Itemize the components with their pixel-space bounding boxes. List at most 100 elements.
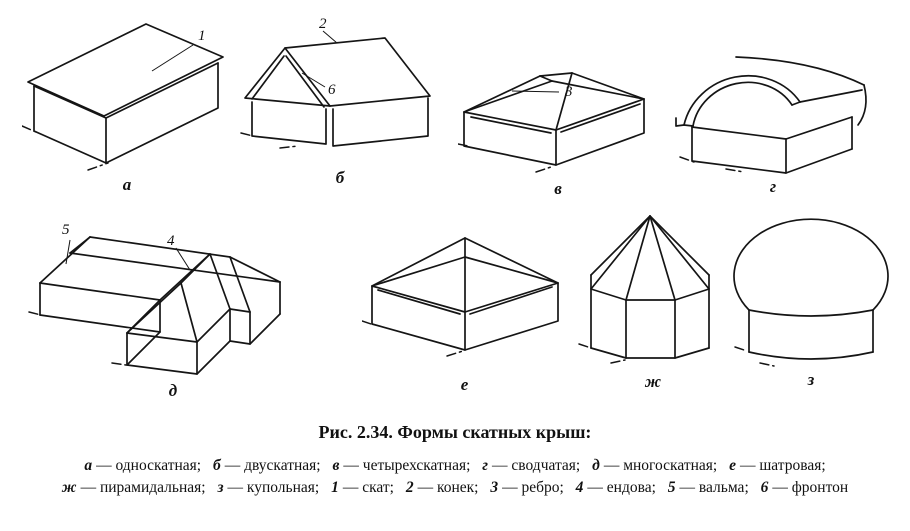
legend-key: з [217,479,224,496]
wall-lines [251,101,327,145]
eave-outline [590,274,710,301]
valley-line [159,253,211,301]
callout-number: 6 [328,82,336,98]
eave-line [229,308,251,313]
wall-lines [785,148,853,174]
legend-text: — четырехскатная; [343,457,471,474]
wall-lines [371,285,466,351]
legend-text: — купольная; [227,479,320,496]
vault-top-curve [735,56,865,86]
break-line [535,165,555,173]
break-line [734,346,748,352]
break-line [446,350,464,357]
wall-bottom-arc [748,351,874,360]
legend-text: — ребро; [502,479,564,496]
legend-key: в [332,457,340,474]
gable-overhang-line [285,55,325,108]
legend-item: д— многоскатная; [592,455,717,477]
vault-end-outer-arc [683,75,801,126]
wall-lines [33,85,107,164]
legend-key: б [213,457,221,474]
legend-key: д [592,457,600,474]
legend-key: 6 [760,479,769,496]
legend-key: е [729,457,736,474]
break-line [240,132,254,137]
dome-base-line [748,309,874,317]
hip-edge [180,282,198,343]
hip-edge [229,256,281,283]
roof-z-drawing [733,218,889,367]
legend-key: 4 [575,479,584,496]
roof-letter-z: з [807,370,815,389]
facet-edge [649,215,710,290]
legend-text: — фронтон [772,479,849,496]
legend-item: 1— скат; [331,477,394,499]
legend-text: — скат; [342,479,394,496]
facet-edge [625,215,651,301]
roof-panel-d: 5 4 д [28,214,318,401]
legend-item: а— односкатная; [84,455,201,477]
hip-edge [229,256,251,313]
legend-item: 4— ендова; [576,477,656,499]
figure-legend: а— односкатная; б— двускатная; в— четыре… [15,455,895,499]
facet-edge [649,215,710,276]
legend-item: г— сводчатая; [482,455,580,477]
hip-edge [555,72,573,131]
legend-key: 5 [667,479,676,496]
roof-d-drawing: 5 4 [28,222,281,375]
wall-bottom-lines [39,313,281,375]
vault-thickness-cap [683,124,694,127]
break-line [578,343,592,349]
legend-key: а [84,457,93,474]
wall-lines [332,97,429,147]
roof-panel-zh: ж [578,210,728,392]
break-line [279,145,299,149]
legend-text: — вальма; [679,479,749,496]
break-line [362,320,375,326]
legend-text: — шатровая; [739,457,826,474]
leader-line [151,44,194,72]
valley-line [209,253,231,310]
eave-line [33,62,219,119]
break-line [28,311,42,316]
legend-item: ж— пирамидальная; [62,477,206,499]
eave-overhang-line [470,116,552,134]
leader-line [511,90,560,93]
wall-lines [691,126,787,174]
facet-edge [590,215,651,290]
back-eave-line [799,89,863,103]
roof-panel-b: 2 6 б [240,16,440,188]
break-line [22,125,37,133]
legend-item: 6— фронтон [761,477,849,499]
hip-edge [371,237,466,287]
callout-number: 5 [62,222,70,238]
break-line [111,362,127,366]
roof-v-drawing: 3 [458,72,645,173]
legend-item: е— шатровая; [729,455,826,477]
wall-top-line [785,116,853,140]
eave-overhang-line [377,289,461,315]
hip-edge [539,75,553,82]
hip-edge [464,237,559,284]
break-line [87,162,109,171]
legend-text: — односкатная; [96,457,202,474]
figure-caption: Рис. 2.34. Формы скатных крыш: [318,422,592,442]
legend-key: 3 [490,479,499,496]
roof-letter-g: г [769,177,777,196]
vault-end-inner-arc [692,81,793,127]
gable-face [244,47,331,107]
roof-zh-drawing [578,215,710,364]
eave-line [196,308,231,343]
roof-panel-g: г [668,45,878,197]
break-line [679,156,695,163]
legend-text: — многоскатная; [603,457,718,474]
legend-text: — ендова; [587,479,656,496]
wall-bottom-lines [590,347,710,359]
roof-letter-zh: ж [644,372,662,391]
vault-far-arc [857,84,867,126]
eave-line [691,126,787,140]
legend-item: 2— конек; [406,477,479,499]
roof-e-drawing [362,237,559,357]
hip-edge [571,72,645,100]
